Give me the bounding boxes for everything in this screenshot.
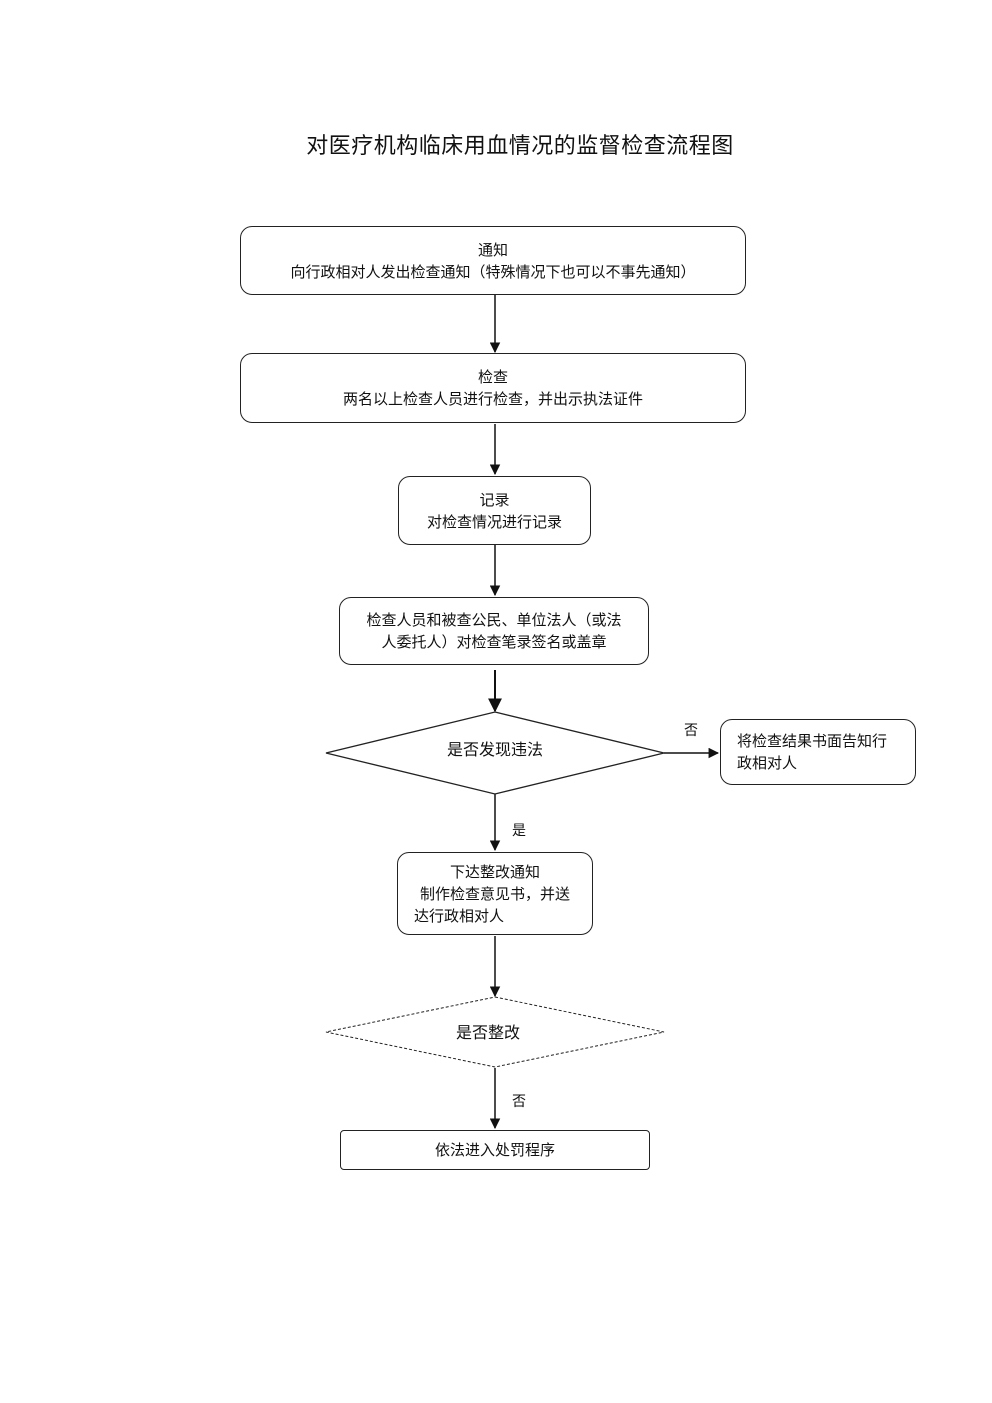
step-notify-desc: 向行政相对人发出检查通知（特殊情况下也可以不事先通知） (290, 262, 696, 281)
decision-violation-label: 是否发现违法 (446, 740, 544, 759)
step-inform-line1: 将检查结果书面告知行 (737, 732, 888, 750)
step-inspect-title: 检查 (477, 368, 508, 386)
step-rectify-notice: 下达整改通知 制作检查意见书，并送 达行政相对人 (397, 852, 593, 935)
step-sign: 检查人员和被查公民、单位法人（或法 人委托人）对检查笔录签名或盖章 (339, 597, 649, 665)
step-notify-title: 通知 (477, 240, 508, 259)
decision-rectified-label: 是否整改 (455, 1023, 521, 1042)
step-inspect: 检查 两名以上检查人员进行检查，并出示执法证件 (240, 353, 746, 423)
step-sign-line1: 检查人员和被查公民、单位法人（或法 (366, 611, 622, 629)
step-rectify-line2: 达行政相对人 (414, 906, 505, 925)
step-notify: 通知 向行政相对人发出检查通知（特殊情况下也可以不事先通知） (240, 226, 746, 295)
decision-rectified-diamond (325, 996, 665, 1068)
step-record-desc: 对检查情况进行记录 (426, 512, 562, 531)
step-penalty-label: 依法进入处罚程序 (434, 1141, 555, 1159)
edge-label-not-rectified: 否 (512, 1094, 526, 1110)
step-inspect-desc: 两名以上检查人员进行检查，并出示执法证件 (342, 390, 643, 408)
step-record: 记录 对检查情况进行记录 (398, 476, 591, 545)
step-inform-line2: 政相对人 (737, 754, 798, 772)
edge-label-no-violation: 否 (684, 723, 698, 739)
page-title: 对医疗机构临床用血情况的监督检查流程图 (306, 134, 734, 159)
step-sign-line2: 人委托人）对检查笔录签名或盖章 (381, 633, 607, 651)
step-rectify-line1: 制作检查意见书，并送 (419, 884, 570, 903)
step-inform: 将检查结果书面告知行 政相对人 (720, 719, 916, 785)
decision-violation-diamond (325, 711, 665, 795)
step-penalty: 依法进入处罚程序 (340, 1130, 650, 1170)
step-record-title: 记录 (479, 490, 510, 509)
edge-label-yes-violation: 是 (512, 823, 526, 839)
step-rectify-title: 下达整改通知 (449, 862, 540, 881)
